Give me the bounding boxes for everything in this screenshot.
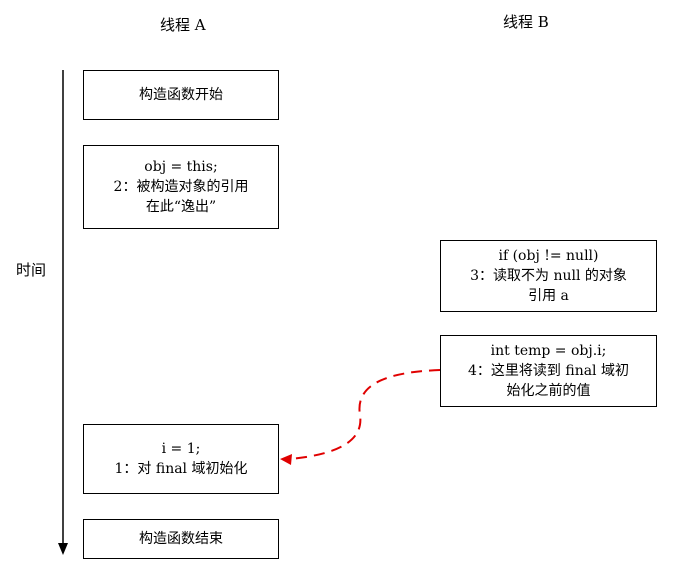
box-line: obj = this;	[144, 159, 218, 175]
box-constructor-start: 构造函数开始	[83, 70, 279, 120]
box-read-final-field: int temp = obj.i; 4：这里将读到 final 域初 始化之前的…	[440, 335, 657, 407]
box-read-reference: if (obj != null) 3：读取不为 null 的对象 引用 a	[440, 240, 657, 312]
box-line: int temp = obj.i;	[490, 343, 607, 359]
time-axis-arrow	[58, 70, 68, 555]
box-line: 2：被构造对象的引用	[113, 179, 249, 195]
box-line: 构造函数结束	[139, 531, 223, 547]
box-line: 3：读取不为 null 的对象	[470, 268, 627, 284]
box-line: 在此“逸出”	[145, 199, 217, 215]
reorder-dashed-arrow	[280, 369, 441, 465]
box-line: 构造函数开始	[139, 87, 223, 103]
box-final-init: i = 1; 1：对 final 域初始化	[83, 424, 279, 494]
time-axis-label: 时间	[16, 261, 47, 279]
box-obj-escape: obj = this; 2：被构造对象的引用 在此“逸出”	[83, 145, 279, 229]
box-line: 始化之前的值	[506, 383, 591, 399]
box-line: i = 1;	[161, 441, 201, 457]
thread-b-header: 线程 B	[503, 13, 549, 31]
box-line: if (obj != null)	[498, 248, 599, 264]
box-constructor-end: 构造函数结束	[83, 519, 279, 559]
box-line: 4：这里将读到 final 域初	[468, 363, 629, 379]
box-line: 引用 a	[528, 288, 569, 304]
box-line: 1：对 final 域初始化	[114, 461, 248, 477]
thread-a-header: 线程 A	[160, 16, 206, 34]
